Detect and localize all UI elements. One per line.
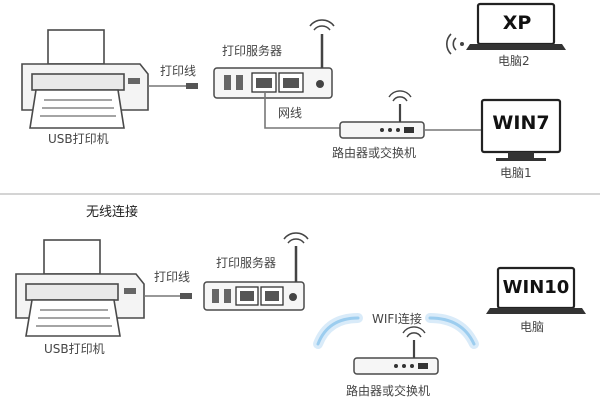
usb-cable-label-top: 打印线 — [160, 64, 197, 78]
print-server-bottom-icon — [203, 232, 309, 311]
router-top-icon — [339, 90, 425, 139]
pc2-label: 电脑2 — [498, 54, 530, 68]
pc1-screen-text: WIN7 — [492, 112, 550, 134]
print-server-label-top: 打印服务器 — [222, 44, 283, 58]
wireless-section-title: 无线连接 — [86, 205, 139, 220]
pc-screen-text-bottom: WIN10 — [502, 277, 570, 298]
printer-label-top: USB打印机 — [48, 132, 109, 146]
wifi-glow — [313, 313, 479, 349]
print-server-top-icon — [213, 19, 335, 99]
wifi-label: WIFI连接 — [372, 312, 422, 326]
print-server-label-bottom: 打印服务器 — [216, 256, 277, 270]
usb-cable-bottom — [144, 293, 192, 299]
router-label-bottom: 路由器或交换机 — [346, 384, 431, 398]
pc-laptop-bottom-icon — [486, 266, 586, 314]
lan-cable-top — [264, 92, 340, 129]
pc1-label: 电脑1 — [500, 166, 532, 180]
usb-cable-label-bottom: 打印线 — [154, 270, 191, 284]
pc-label-bottom: 电脑 — [520, 320, 545, 334]
router-label-top: 路由器或交换机 — [332, 146, 417, 160]
wireless-signal-icon — [446, 33, 464, 55]
pc2-screen-text: XP — [502, 12, 532, 34]
usb-printer-bottom-icon — [15, 239, 145, 337]
printer-label-bottom: USB打印机 — [44, 342, 105, 356]
lan-cable-label-top: 网线 — [278, 106, 303, 120]
pc2-laptop-icon — [466, 2, 566, 50]
pc1-monitor-icon — [480, 98, 562, 161]
usb-printer-top-icon — [21, 29, 149, 129]
router-bottom-icon — [353, 326, 439, 375]
usb-cable-top — [148, 83, 198, 89]
